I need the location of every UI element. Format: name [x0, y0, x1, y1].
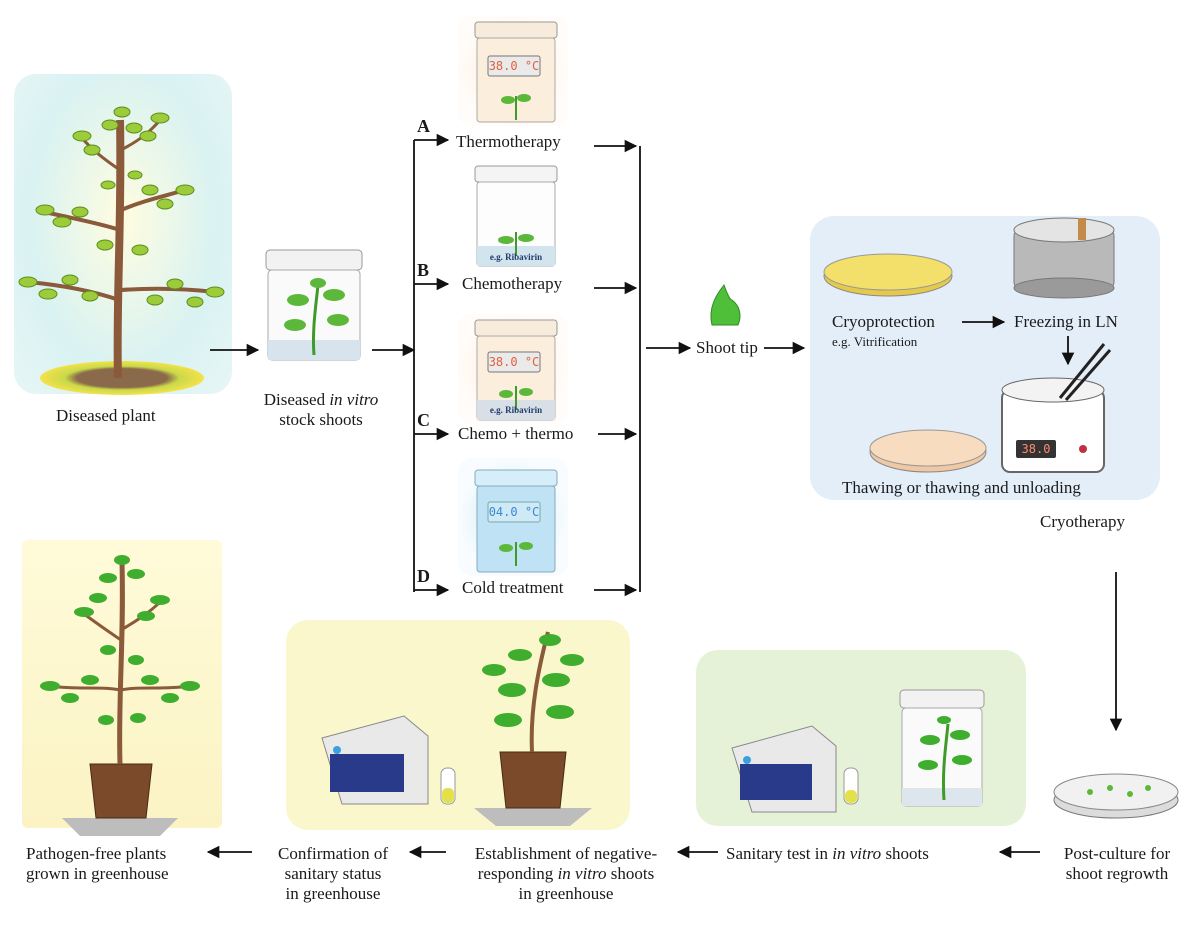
sample-tube-icon: [843, 767, 859, 805]
chemo-thermo-label: Chemo + thermo: [458, 424, 574, 443]
pcr-machine-icon: [731, 725, 837, 813]
shoot-tip-label: Shoot tip: [696, 338, 758, 357]
branch-letter-d: D: [417, 566, 430, 586]
thermotherapy-jar-icon: [458, 16, 568, 126]
branch-letter-a: A: [417, 116, 430, 136]
branch-letter-c: C: [417, 410, 430, 430]
sanitary-test-label: Sanitary test in in vitro shoots: [726, 844, 929, 863]
greenhouse-potted-plant-icon: [474, 631, 592, 826]
bath-temp-display: 38.0: [1021, 442, 1051, 456]
liquid-nitrogen-dewar-icon: [1013, 217, 1115, 299]
thermo-temp-display: 38.0 °C: [488, 59, 540, 73]
diseased-plant-label: Diseased plant: [56, 406, 156, 425]
diseased-tree-icon: [18, 106, 225, 395]
thawing-label: Thawing or thawing and unloading: [842, 478, 1081, 497]
branch-letter-b: B: [417, 260, 430, 280]
chemo-tag: e.g. Ribavirin: [489, 252, 543, 262]
thawing-dish-icon: [869, 429, 987, 473]
cold-temp-display: 04.0 °C: [488, 505, 540, 519]
chemotherapy-label: Chemotherapy: [462, 274, 563, 293]
chemotherapy-jar-icon: [474, 165, 558, 267]
shoot-tip-icon: [710, 283, 741, 326]
cryotherapy-label: Cryotherapy: [1040, 512, 1125, 531]
cold-treatment-jar-icon: [458, 458, 568, 576]
stock-shoots-label: Diseased in vitro stock shoots: [263, 390, 379, 429]
post-culture-dish-icon: [1053, 773, 1179, 819]
greenhouse-sample-tube-icon: [440, 767, 456, 805]
chemothermo-temp-display: 38.0 °C: [488, 355, 540, 369]
thermotherapy-label: Thermotherapy: [456, 132, 561, 151]
cryoprotection-dish-icon: [823, 253, 953, 297]
chemo-thermo-jar-icon: [458, 314, 568, 424]
cryoprotection-example: e.g. Vitrification: [832, 334, 918, 349]
sanitary-jar-icon: [899, 689, 985, 807]
water-bath-icon: [1001, 343, 1112, 473]
cryoprotection-label: Cryoprotection: [832, 312, 935, 331]
greenhouse-pcr-machine-icon: [321, 715, 429, 805]
stock-shoots-jar-icon: [265, 249, 363, 361]
chemothermo-tag: e.g. Ribavirin: [489, 405, 543, 415]
freezing-label: Freezing in LN: [1014, 312, 1118, 331]
cold-treatment-label: Cold treatment: [462, 578, 564, 597]
pathogen-free-tree-icon: [40, 555, 200, 836]
establishment-label: Establishment of negative- responding in…: [474, 844, 658, 903]
